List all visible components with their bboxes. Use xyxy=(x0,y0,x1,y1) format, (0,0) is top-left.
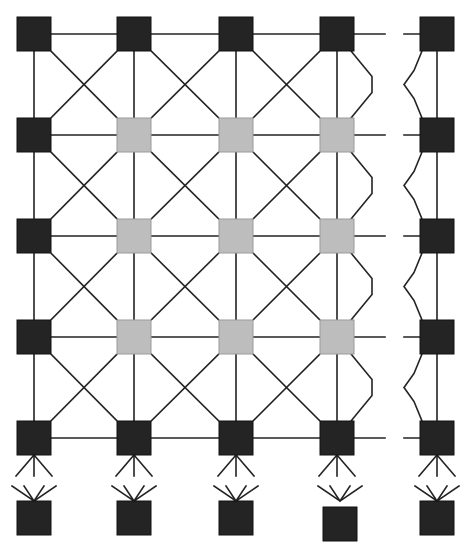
upward-spoke xyxy=(338,484,364,503)
boundary-node xyxy=(319,16,355,52)
downward-spoke xyxy=(335,453,357,478)
boundary-node xyxy=(322,506,358,542)
boundary-node xyxy=(419,500,455,536)
upward-spoke xyxy=(224,484,238,503)
left-zigzag-edge xyxy=(403,133,431,238)
downward-spoke xyxy=(14,453,36,478)
interior-node xyxy=(218,319,254,355)
boundary-node xyxy=(16,319,52,355)
right-zigzag-edge xyxy=(335,133,373,238)
boundary-node xyxy=(218,500,254,536)
boundary-node xyxy=(419,117,455,153)
upward-spoke xyxy=(413,484,439,503)
upward-spoke xyxy=(338,484,352,503)
boundary-node xyxy=(419,16,455,52)
boundary-node xyxy=(419,319,455,355)
interior-node xyxy=(319,319,355,355)
interior-node xyxy=(116,319,152,355)
left-zigzag-edge xyxy=(403,234,431,339)
interior-node xyxy=(116,117,152,153)
downward-spoke xyxy=(417,453,439,478)
interior-node xyxy=(116,218,152,254)
upward-spoke xyxy=(122,484,136,503)
right-zigzag-edge xyxy=(335,32,373,137)
upward-spoke xyxy=(132,484,146,503)
downward-spoke xyxy=(132,453,154,478)
upward-spoke xyxy=(425,484,439,503)
boundary-node xyxy=(218,420,254,456)
boundary-node xyxy=(16,420,52,456)
boundary-node xyxy=(16,218,52,254)
interior-node xyxy=(218,218,254,254)
interior-node xyxy=(319,117,355,153)
upward-spoke xyxy=(32,484,46,503)
upward-spoke xyxy=(435,484,449,503)
downward-spoke xyxy=(317,453,339,478)
boundary-node xyxy=(419,420,455,456)
interior-node xyxy=(218,117,254,153)
downward-spoke xyxy=(114,453,136,478)
upward-spoke xyxy=(234,484,260,503)
boundary-node xyxy=(419,218,455,254)
boundary-node xyxy=(116,420,152,456)
boundary-node xyxy=(16,500,52,536)
upward-spoke xyxy=(32,484,58,503)
right-zigzag-edge xyxy=(335,335,373,440)
upward-spoke xyxy=(234,484,248,503)
boundary-node xyxy=(116,16,152,52)
upward-spoke xyxy=(328,484,342,503)
left-zigzag-edge xyxy=(403,335,431,440)
upward-spoke xyxy=(316,484,342,503)
downward-spoke xyxy=(216,453,238,478)
boundary-node xyxy=(16,16,52,52)
downward-spoke xyxy=(234,453,256,478)
nodes-layer xyxy=(16,16,455,542)
upward-spoke xyxy=(132,484,158,503)
interior-node xyxy=(319,218,355,254)
downward-spoke xyxy=(32,453,54,478)
upward-spoke xyxy=(22,484,36,503)
left-zigzag-edge xyxy=(403,32,431,137)
upward-spoke xyxy=(435,484,461,503)
upward-spoke xyxy=(10,484,36,503)
boundary-node xyxy=(218,16,254,52)
upward-spoke xyxy=(212,484,238,503)
boundary-node xyxy=(116,500,152,536)
boundary-node xyxy=(16,117,52,153)
upward-spoke xyxy=(110,484,136,503)
right-zigzag-edge xyxy=(335,234,373,339)
downward-spoke xyxy=(435,453,457,478)
boundary-node xyxy=(319,420,355,456)
